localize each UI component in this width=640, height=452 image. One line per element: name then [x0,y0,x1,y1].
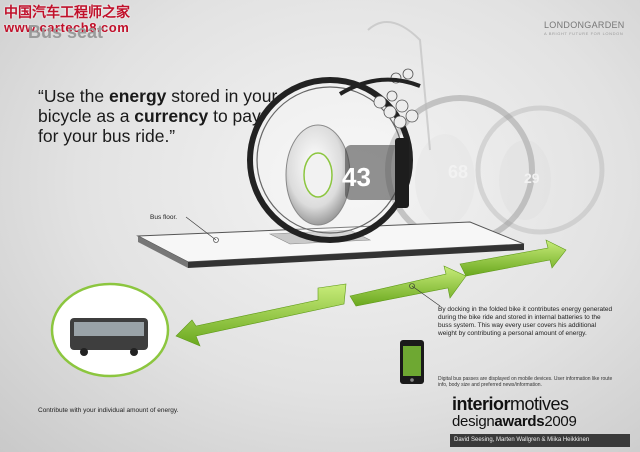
seat-number-3: 29 [524,170,540,186]
headline-quote: “Use the energy stored in your bicycle a… [38,86,278,146]
watermark-url: www.cartech8.com [4,20,130,35]
seat-number-1: 43 [342,162,371,192]
docking-description: By docking in the folded bike it contrib… [438,306,613,337]
mobile-phone [400,340,424,384]
logo-part: 2009 [544,413,577,430]
bus-floor-label: Bus floor. [150,214,178,221]
contribute-caption: Contribute with your individual amount o… [38,407,179,414]
quote-keyword: energy [109,86,167,106]
watermark: 中国汽车工程师之家 www.cartech8.com [4,4,130,36]
interior-motives-logo: interiormotives [452,394,569,415]
page-title: Bus seat [28,22,104,42]
quote-keyword: currency [134,106,209,126]
design-awards-logo: designawards2009 [452,413,577,430]
authors-bar: David Seesing, Marten Wallgren & Miika H… [450,434,630,447]
handlebar [373,68,419,129]
seat-number-2: 68 [448,162,469,182]
bus-seat-main [247,77,413,243]
brand-name: LONDONGARDEN [544,20,625,30]
energy-arrows [175,239,567,347]
logo-part: motives [510,394,569,414]
quote-part: stored in your bicycle as a [38,86,278,126]
brand-tagline: A BRIGHT FUTURE FOR LONDON [544,31,624,36]
seat-ghost-3 [475,105,605,235]
watermark-cn: 中国汽车工程师之家 [4,4,130,20]
logo-part: awards [494,413,545,430]
logo-part: design [452,413,495,430]
quote-part: “Use the [38,86,109,106]
bus-bubble [50,282,170,378]
brand-logo: LONDONGARDEN A BRIGHT FUTURE FOR LONDON [544,20,625,36]
quote-part: to pay for your bus ride.” [38,106,261,146]
mobile-description: Digital bus passes are displayed on mobi… [438,376,613,388]
logo-part: interior [452,394,511,414]
